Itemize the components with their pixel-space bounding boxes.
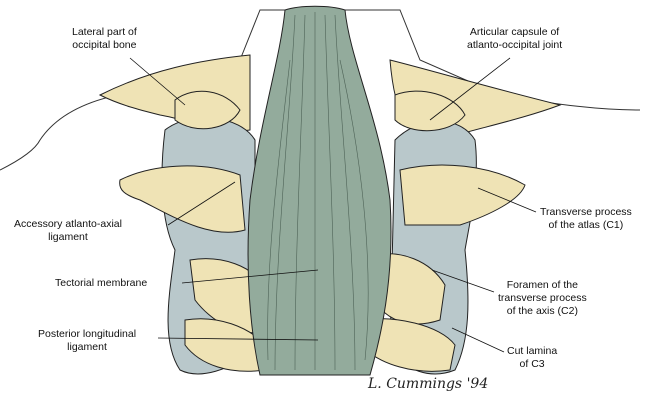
label-line: of the atlas (C1) [548,219,624,231]
ligament-fibers [267,12,369,371]
left-vertebrae [119,90,271,375]
label-line: Transverse process [540,206,632,218]
label-line: atlanto-occipital joint [467,39,563,51]
artist-signature: L. Cummings '94 [368,376,489,392]
label-line: occipital bone [72,39,137,51]
label-line: ligament [67,341,107,353]
label-posterior-longitudinal-ligament: Posterior longitudinal ligament [38,328,136,354]
label-foramen-axis: Foramen of the transverse process of the… [498,279,587,318]
label-line: of C3 [519,358,545,370]
label-line: Lateral part of [72,26,137,38]
label-line: Cut lamina [507,345,558,357]
label-line: ligament [48,231,88,243]
label-line: Tectorial membrane [55,277,148,289]
label-line: transverse process [498,292,587,304]
label-line: Articular capsule of [469,26,560,38]
label-line: Foramen of the [506,279,578,291]
label-transverse-process-atlas: Transverse process of the atlas (C1) [540,206,632,232]
label-accessory-ligament: Accessory atlanto-axial ligament [14,218,122,244]
leader-lines [129,57,537,353]
label-line: Posterior longitudinal [38,328,137,340]
label-line: of the axis (C2) [506,305,578,317]
label-line: Accessory atlanto-axial [14,218,122,230]
label-tectorial-membrane: Tectorial membrane [55,277,147,290]
label-articular-capsule: Articular capsule of atlanto-occipital j… [467,26,562,52]
label-cut-lamina: Cut lamina of C3 [507,345,557,371]
label-occipital-bone: Lateral part of occipital bone [72,26,137,52]
right-vertebrae [359,90,526,375]
tectorial-membrane-shape [247,5,392,376]
